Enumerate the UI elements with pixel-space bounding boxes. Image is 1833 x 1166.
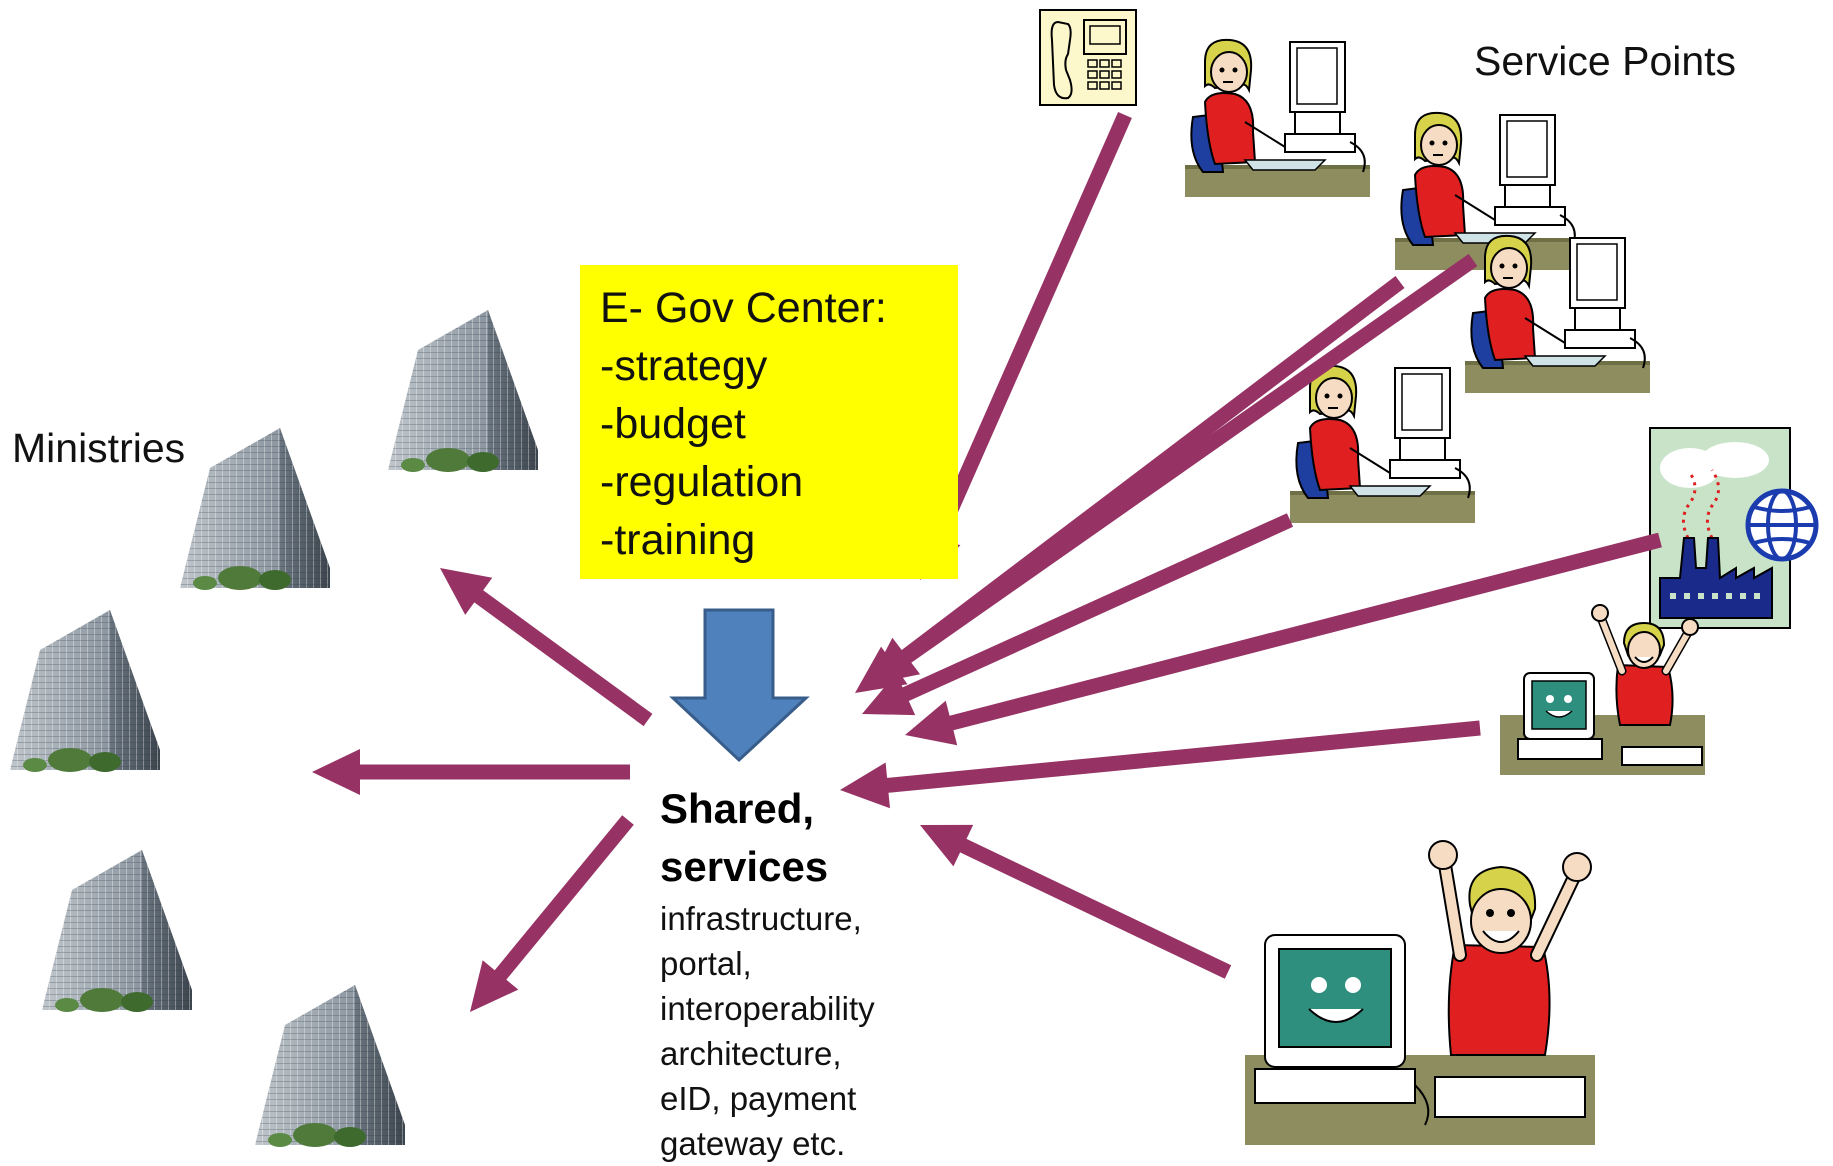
shared-services-heading: services bbox=[660, 843, 829, 890]
office-building-icon bbox=[388, 310, 538, 472]
connector-arrow bbox=[470, 815, 634, 1012]
connector-arrow bbox=[312, 749, 630, 795]
office-building-icon bbox=[42, 850, 192, 1012]
office-building-icon bbox=[180, 428, 330, 590]
office-worker-icon bbox=[1289, 364, 1476, 524]
ministries-label: Ministries bbox=[12, 425, 186, 471]
connector-arrow bbox=[862, 513, 1294, 716]
telephone-icon bbox=[1039, 9, 1137, 106]
globe-icon bbox=[1745, 488, 1819, 562]
shared-services-line: infrastructure, bbox=[660, 900, 862, 937]
office-building-icon bbox=[255, 985, 405, 1147]
connector-arrow bbox=[855, 253, 1478, 693]
shared-services-heading: Shared, bbox=[660, 785, 815, 832]
happy-user-icon bbox=[1500, 604, 1705, 775]
shared-services-line: eID, payment bbox=[660, 1080, 857, 1117]
connector-arrow bbox=[440, 568, 653, 727]
egov-center-item: -strategy bbox=[600, 342, 768, 390]
egov-center-item: -training bbox=[600, 516, 756, 564]
egov-center-title: E- Gov Center: bbox=[600, 284, 887, 332]
shared-services-line: interoperability bbox=[660, 990, 875, 1027]
egov-center-item: -regulation bbox=[600, 458, 804, 506]
happy-user-icon bbox=[1245, 840, 1595, 1145]
connector-arrows bbox=[312, 112, 1662, 1012]
service-points-label: Service Points bbox=[1474, 38, 1737, 84]
down-arrow bbox=[669, 608, 810, 763]
egov-center-item: -budget bbox=[600, 400, 746, 448]
connector-arrow bbox=[905, 532, 1662, 746]
office-building-icon bbox=[10, 610, 160, 772]
connector-arrow bbox=[920, 824, 1232, 979]
shared-services-line: portal, bbox=[660, 945, 752, 982]
connector-arrow bbox=[840, 720, 1481, 809]
office-worker-icon bbox=[1184, 38, 1371, 198]
connector-arrow bbox=[918, 112, 1132, 580]
shared-services-line: gateway etc. bbox=[660, 1125, 846, 1162]
shared-services-block: Shared, services infrastructure, portal,… bbox=[660, 780, 875, 1166]
egov-center-box: E- Gov Center: -strategy -budget -regula… bbox=[580, 265, 958, 579]
shared-services-line: architecture, bbox=[660, 1035, 842, 1072]
